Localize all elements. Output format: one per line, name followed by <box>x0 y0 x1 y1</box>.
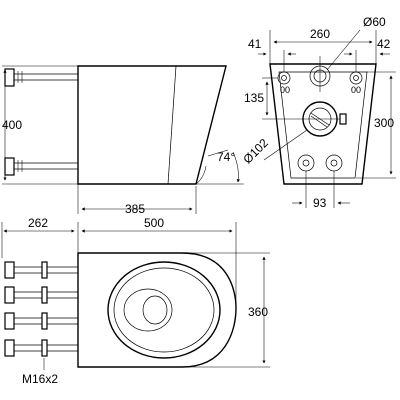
dim-inlet-diameter-label: Ø60 <box>363 15 386 29</box>
rear-view: 00 00 260 <box>240 15 396 210</box>
rear-view-water-inlet <box>309 56 331 92</box>
top-view-body <box>77 252 237 368</box>
bolt-callout: M16x2 <box>22 358 58 386</box>
dim-top-width-260: 260 <box>269 27 377 64</box>
dim-inlet-diameter: Ø60 <box>326 15 386 71</box>
dim-depth-385: 385 <box>77 184 197 216</box>
dim-rear-262: 262 <box>1 216 79 258</box>
dim-outlet-diameter-label: Ø102 <box>240 136 271 167</box>
side-view-body <box>77 65 227 185</box>
dim-height-400: 400 <box>2 65 78 185</box>
top-view-drain <box>123 288 173 332</box>
rear-hole-label-right: 00 <box>351 85 361 95</box>
dim-bolt-spacing-93: 93 <box>292 171 350 210</box>
dim-width-label: 360 <box>248 305 268 319</box>
dim-top-width-label: 260 <box>310 27 330 41</box>
dim-rear-label: 262 <box>28 216 48 230</box>
rear-hole-label-left: 00 <box>280 85 290 95</box>
dim-height-300: 300 <box>356 71 396 179</box>
dim-outlet-diameter: Ø102 <box>240 129 308 167</box>
top-view: 262 500 360 M16x2 <box>1 216 270 386</box>
dim-right-offset-label: 42 <box>377 37 391 51</box>
dim-height-label: 400 <box>2 118 22 132</box>
rear-view-body <box>269 63 377 185</box>
dim-width-360: 360 <box>182 252 270 368</box>
dim-inlet-height-label: 135 <box>244 91 264 105</box>
dim-depth-label: 385 <box>125 202 145 216</box>
dim-length-500: 500 <box>81 216 237 306</box>
rear-view-bottom-bolt-holes <box>297 154 343 172</box>
top-view-bolts <box>4 261 78 357</box>
side-view-bolt-top <box>4 68 78 87</box>
dim-inlet-height-135: 135 <box>244 77 302 120</box>
top-view-bowl-rim <box>107 261 221 359</box>
dim-left-offset-label: 41 <box>248 37 262 51</box>
dim-height-300-label: 300 <box>374 116 394 130</box>
dim-right-offset-42: 42 <box>344 37 391 72</box>
rear-view-outlet <box>302 101 347 137</box>
dim-bolt-spacing-label: 93 <box>313 196 327 210</box>
side-view-seam <box>167 65 177 185</box>
side-view: 400 385 74° <box>2 65 244 216</box>
side-view-bolt-bottom <box>4 157 78 176</box>
dim-angle-label: 74° <box>217 150 235 164</box>
dim-length-label: 500 <box>144 216 164 230</box>
bolt-callout-label: M16x2 <box>22 372 58 386</box>
dim-angle-74: 74° <box>196 149 244 185</box>
dim-left-offset-41: 41 <box>248 37 296 72</box>
